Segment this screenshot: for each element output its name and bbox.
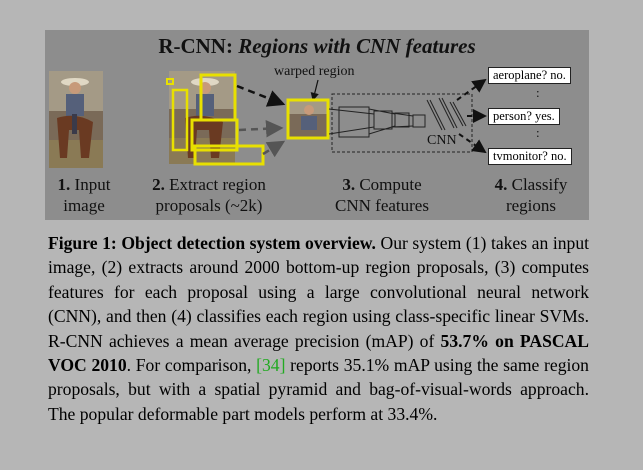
ellipsis-dots: : xyxy=(536,125,540,140)
warped-label-arrow xyxy=(310,79,319,102)
step-1-label: 1. Input image xyxy=(57,175,111,215)
figure-caption: Figure 1: Object detection system overvi… xyxy=(48,231,589,426)
step-2-label: 2. Extract region proposals (~2k) xyxy=(152,175,266,215)
map-dataset: on PASCAL VOC 2010 xyxy=(48,330,589,376)
step-3-label: 3. Compute CNN features xyxy=(335,175,429,215)
proposal-arrow xyxy=(262,140,286,158)
map-value: 53.7% xyxy=(440,330,489,351)
step-4-label: 4. Classify regions xyxy=(494,175,568,215)
figure-panel: R-CNN: Regions with CNN features xyxy=(45,30,589,220)
ellipsis-dots: : xyxy=(536,85,540,100)
warped-region-label: warped region xyxy=(274,64,355,79)
class-box-tvmonitor: tvmonitor? no. xyxy=(488,148,572,165)
figure-title-italic: Regions with CNN features xyxy=(238,34,476,58)
caption-label: Figure 1: xyxy=(48,233,117,253)
proposals-image xyxy=(166,71,265,166)
class-box-aeroplane: aeroplane? no. xyxy=(488,67,571,84)
class-box-person: person? yes. xyxy=(488,108,560,125)
input-image xyxy=(49,71,103,168)
cnn-box xyxy=(331,93,473,153)
figure-title: R-CNN: Regions with CNN features xyxy=(45,34,589,59)
proposal-arrow xyxy=(238,119,284,138)
caption-text: Our system (1) takes an input image, (2)… xyxy=(48,233,589,351)
caption-text: . For comparison, xyxy=(126,355,252,376)
cnn-layers xyxy=(328,97,467,138)
figure-title-bold: R-CNN: xyxy=(158,34,233,58)
proposal-arrow xyxy=(236,84,286,107)
warped-region-image xyxy=(286,98,330,140)
pipeline-diagram xyxy=(49,71,487,168)
class-arrow xyxy=(456,78,487,101)
citation-link[interactable]: [34] xyxy=(256,355,286,376)
caption-text: reports 35.1% mAP using the same region … xyxy=(48,355,589,424)
cnn-label: CNN xyxy=(427,133,457,148)
caption-heading: Object detection system overview. xyxy=(121,233,376,253)
